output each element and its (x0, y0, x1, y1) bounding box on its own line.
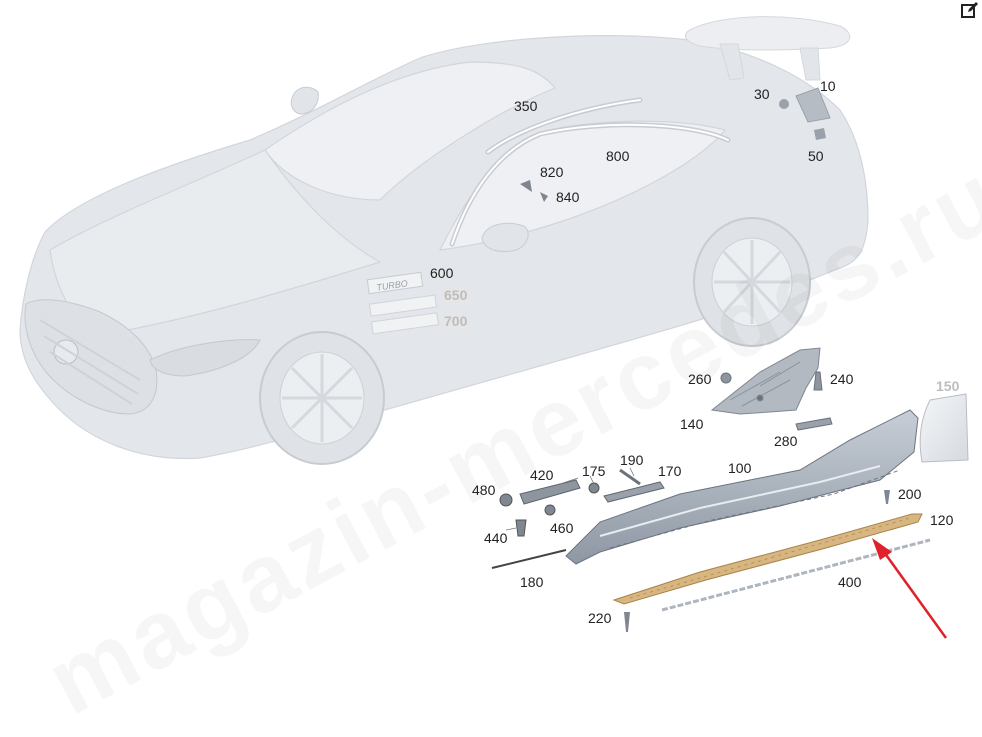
label-480: 480 (472, 482, 496, 498)
label-400: 400 (838, 574, 862, 590)
bracket-420 (519, 479, 581, 505)
label-100: 100 (728, 460, 752, 476)
clip-440 (515, 519, 527, 537)
bracket-170 (603, 481, 665, 503)
label-240: 240 (830, 371, 854, 387)
label-200: 200 (898, 486, 922, 502)
highlight-arrow (872, 538, 948, 639)
clip-480 (499, 493, 513, 507)
label-840: 840 (556, 189, 580, 205)
rear-quarter-trim-10 (795, 87, 831, 123)
part-50-marker (814, 128, 826, 140)
headlight (149, 339, 261, 377)
leader-lines (505, 467, 635, 531)
trim-strip-120 (612, 513, 923, 605)
label-175: 175 (582, 463, 606, 479)
label-280: 280 (774, 433, 798, 449)
label-650: 650 (442, 287, 470, 303)
clip-200 (884, 490, 890, 504)
part-280-strip (795, 417, 833, 431)
side-sill-100 (565, 409, 919, 565)
strip-180 (491, 549, 567, 569)
clip-220 (624, 612, 630, 632)
window-trim-800 (449, 122, 731, 247)
rear-spoiler (684, 16, 851, 81)
badge-700 (370, 312, 440, 335)
label-460: 460 (550, 520, 574, 536)
part-240-clip (813, 371, 823, 391)
edit-icon[interactable] (960, 0, 980, 20)
part-840-marker (540, 192, 548, 202)
clip-175 (588, 482, 600, 494)
panel-150 (919, 393, 969, 463)
label-420: 420 (530, 467, 554, 483)
label-260: 260 (688, 371, 712, 387)
parts-diagram: TURBO (19, 16, 969, 639)
svg-text:TURBO: TURBO (376, 278, 409, 292)
label-140: 140 (680, 416, 704, 432)
badge-600: TURBO (366, 271, 424, 295)
front-grille (24, 299, 158, 415)
label-170: 170 (658, 463, 682, 479)
clip-190 (619, 468, 641, 486)
label-180: 180 (520, 574, 544, 590)
part-30-marker (779, 99, 789, 109)
label-220: 220 (588, 610, 612, 626)
label-600: 600 (430, 265, 454, 281)
front-mirror (290, 86, 319, 115)
side-mirror (481, 222, 529, 252)
clip-460 (544, 504, 556, 516)
badge-650 (368, 294, 438, 317)
rear-wheel (693, 217, 811, 347)
label-30: 30 (754, 86, 770, 102)
part-260-clip (720, 372, 732, 384)
label-440: 440 (484, 530, 508, 546)
front-wheel (259, 331, 385, 465)
label-700: 700 (442, 313, 470, 329)
label-10: 10 (820, 78, 836, 94)
label-820: 820 (540, 164, 564, 180)
roof-trim-350 (485, 97, 643, 155)
part-820-marker (520, 180, 532, 192)
label-350: 350 (514, 98, 538, 114)
label-190: 190 (620, 452, 644, 468)
label-50: 50 (808, 148, 824, 164)
label-120: 120 (930, 512, 954, 528)
strip-400 (661, 538, 931, 612)
label-150: 150 (936, 378, 960, 394)
label-800: 800 (606, 148, 630, 164)
bracket-140 (710, 347, 821, 415)
